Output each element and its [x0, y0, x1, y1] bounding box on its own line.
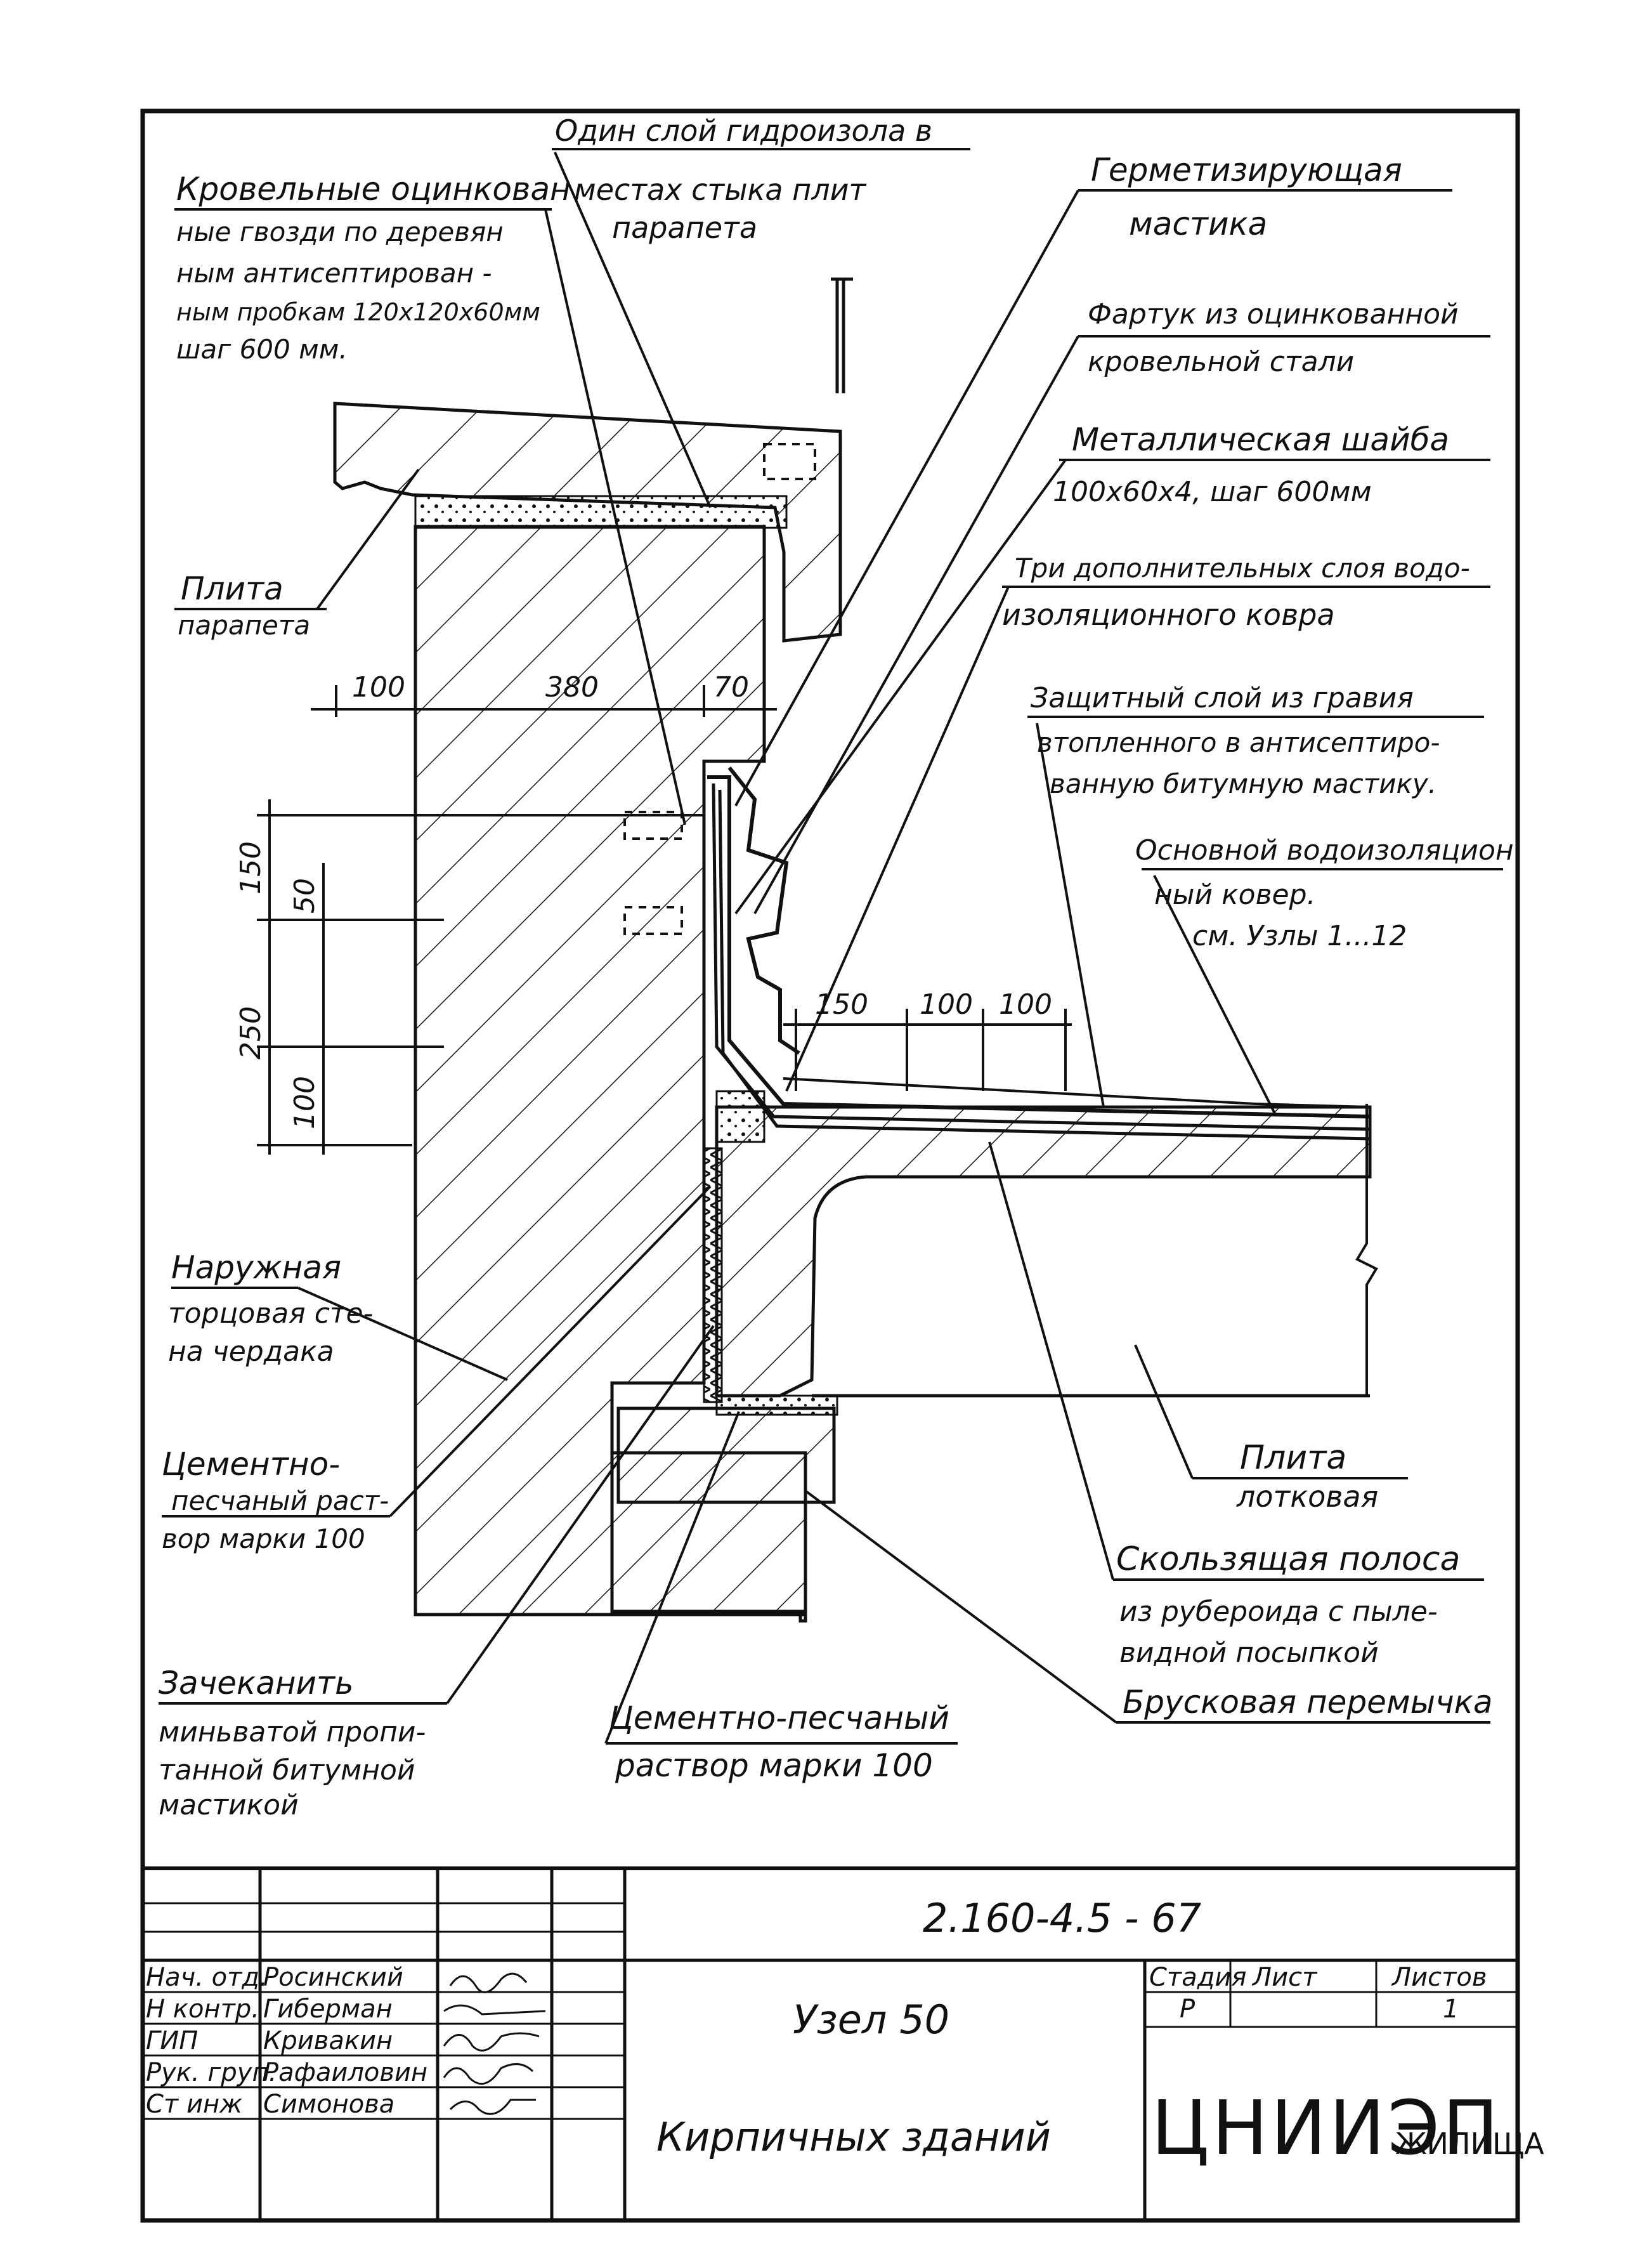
dim-100-vertical: 100 — [289, 1076, 321, 1129]
sheet-header: Лист — [1251, 1963, 1318, 1992]
apron-flashing — [727, 766, 800, 1055]
label-caulk-3: танной битумной — [159, 1754, 415, 1786]
role-group-lead: Рук. груп. — [146, 2058, 277, 2087]
label-strip-3: видной посыпкой — [1119, 1637, 1379, 1669]
label-gravel-3: ванную битумную мастику. — [1050, 768, 1436, 799]
tray-slab — [715, 1105, 1372, 1398]
label-caulk-2: миньватой пропи- — [159, 1716, 426, 1748]
name-senior-engineer: Симонова — [263, 2090, 394, 2119]
label-apron-1: Фартук из оцинкованной — [1088, 298, 1459, 331]
name-norm-control: Гиберман — [263, 1995, 393, 2024]
signatures — [443, 1972, 546, 2115]
leader-lines — [159, 148, 1503, 1745]
role-chief-engineer: ГИП — [146, 2026, 198, 2055]
dim-100-horizontal-1: 100 — [920, 988, 973, 1021]
label-nails-2: ные гвозди по деревян — [176, 216, 504, 247]
label-caulk-1: Зачеканить — [159, 1665, 354, 1701]
label-strip-1: Скользящая полоса — [1116, 1540, 1460, 1578]
label-carpet-3: см. Узлы 1...12 — [1192, 920, 1407, 952]
label-layers-2: изоляционного ковра — [1002, 598, 1335, 632]
label-gravel-1: Защитный слой из гравия — [1031, 682, 1414, 714]
label-nails-4: ным пробкам 120х120х60мм — [176, 298, 540, 326]
label-layers-1: Три дополнительных слоя водо- — [1015, 553, 1470, 584]
role-norm-control: Н контр. — [146, 1995, 259, 2024]
dim-100-horizontal-2: 100 — [999, 988, 1052, 1021]
name-head: Росинский — [263, 1963, 403, 1992]
lintel-block — [616, 1406, 836, 1504]
label-tray-2: лотковая — [1236, 1479, 1378, 1514]
dim-150-horizontal: 150 — [815, 988, 868, 1021]
label-hydro-2: местах стыка плит — [574, 173, 866, 207]
dim-380: 380 — [545, 671, 599, 704]
dim-250-vertical: 250 — [235, 1006, 267, 1059]
dimension-group — [257, 685, 1072, 1155]
sheet-frame — [140, 108, 1520, 2223]
label-mortar2-1: Цементно-песчаный — [609, 1700, 949, 1736]
label-nails-5: шаг 600 мм. — [176, 334, 348, 365]
label-apron-2: кровельной стали — [1088, 346, 1354, 378]
label-parapet-1: Плита — [181, 570, 283, 607]
org-logo: ЦНИИЭП — [1151, 2084, 1501, 2172]
label-mortar1-1: Цементно- — [162, 1446, 340, 1483]
sheets-value: 1 — [1443, 1995, 1459, 2024]
roof-layers — [707, 775, 1371, 1118]
label-carpet-1: Основной водоизоляцион — [1135, 834, 1514, 867]
stage-value: Р — [1180, 1995, 1195, 2024]
parapet-mortar-bed — [414, 495, 788, 529]
label-wall-1: Наружная — [171, 1249, 341, 1286]
dim-100: 100 — [352, 671, 405, 704]
role-senior-engineer: Ст инж — [146, 2090, 242, 2119]
label-washer-2: 100х60х4, шаг 600мм — [1053, 476, 1372, 508]
label-hydro-3: парапета — [612, 211, 757, 245]
label-hydro-1: Один слой гидроизола в — [555, 114, 932, 148]
dim-70: 70 — [713, 671, 749, 704]
label-strip-2: из рубероида с пыле- — [1119, 1596, 1438, 1628]
drawing-code: 2.160-4.5 - 67 — [923, 1895, 1201, 1941]
label-sealant-1: Герметизирующая — [1091, 152, 1402, 188]
name-group-lead: Рафаиловин — [263, 2058, 427, 2087]
label-nails-1: Кровельные оцинкован — [176, 171, 571, 207]
role-head: Нач. отд. — [146, 1963, 268, 1992]
label-sealant-2: мастика — [1129, 206, 1267, 242]
title-block — [143, 1866, 1518, 2220]
mortar-strip-bottom — [715, 1394, 838, 1416]
label-parapet-2: парапета — [178, 610, 310, 641]
label-mortar2-2: раствор марки 100 — [615, 1747, 933, 1784]
caulk-joint — [703, 1147, 723, 1403]
label-lintel: Брусковая перемычка — [1123, 1684, 1493, 1721]
stage-header: Стадия — [1149, 1963, 1246, 1992]
label-wall-3: на чердака — [168, 1335, 334, 1368]
label-tray-1: Плита — [1240, 1439, 1346, 1477]
label-wall-2: торцовая сте- — [168, 1297, 373, 1330]
building-type: Кирпичных зданий — [656, 2114, 1051, 2160]
label-carpet-2: ный ковер. — [1154, 879, 1316, 911]
node-title: Узел 50 — [793, 1996, 949, 2043]
label-mortar1-2: песчаный раст- — [171, 1485, 389, 1516]
dim-150-vertical: 150 — [235, 841, 267, 895]
label-mortar1-3: вор марки 100 — [162, 1523, 365, 1554]
name-chief-engineer: Кривакин — [263, 2026, 393, 2055]
label-nails-3: ным антисептирован - — [176, 258, 492, 289]
dim-50-vertical: 50 — [289, 878, 321, 914]
sheets-header: Листов — [1391, 1963, 1487, 1992]
label-caulk-4: мастикой — [159, 1789, 299, 1821]
org-logo-sub: ЖИЛИЩА — [1395, 2127, 1544, 2161]
label-washer-1: Металлическая шайба — [1072, 421, 1449, 458]
label-gravel-2: втопленного в антисептиро- — [1037, 727, 1440, 758]
